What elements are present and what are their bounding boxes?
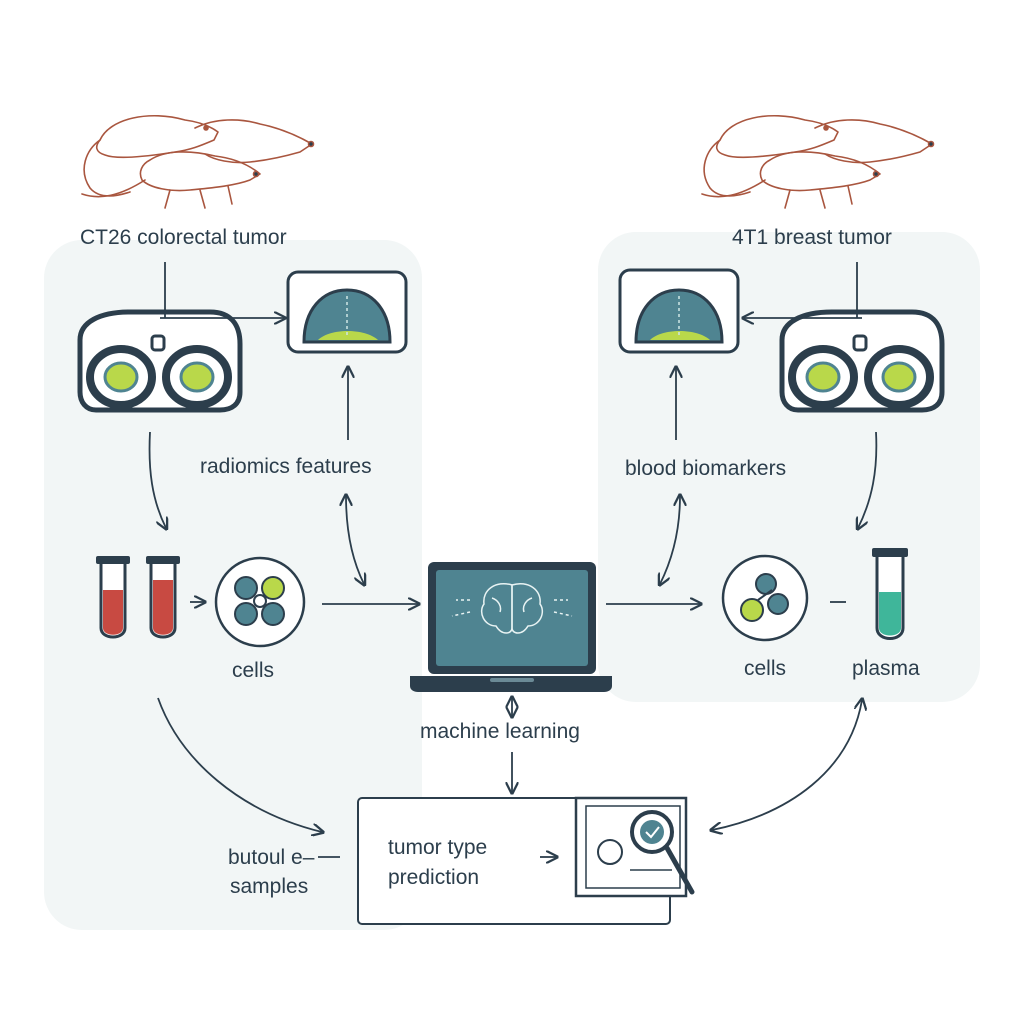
- connector-arrows: [148, 262, 878, 857]
- radiomics-features-label: radiomics features: [200, 455, 372, 478]
- ct-scanner-icon: [77, 309, 243, 413]
- cells-left-label: cells: [232, 659, 275, 682]
- samples-label-line1: butoul e–: [228, 846, 315, 869]
- laptop-brain-icon: [410, 562, 612, 692]
- prediction-label-line2: prediction: [388, 866, 480, 889]
- blood-tube-icon: [146, 556, 180, 639]
- right-tumor-title: 4T1 breast tumor: [732, 226, 892, 249]
- prediction-label-line1: tumor type: [388, 836, 488, 859]
- report-magnifier-icon: [574, 796, 695, 898]
- mouse-icon: [81, 114, 315, 209]
- plasma-tube-icon: [872, 548, 908, 640]
- scan-monitor-icon: [618, 268, 740, 354]
- cells-right-label: cells: [744, 657, 787, 680]
- samples-label-line2: samples: [230, 875, 309, 898]
- cells-icon: [721, 554, 809, 642]
- left-tumor-title: CT26 colorectal tumor: [80, 226, 287, 249]
- ct-scanner-icon: [779, 309, 945, 413]
- blood-tube-icon: [96, 556, 130, 639]
- mouse-icon: [701, 114, 935, 209]
- cells-icon: [214, 556, 306, 648]
- plasma-label: plasma: [852, 657, 920, 680]
- machine-learning-label: machine learning: [420, 720, 580, 743]
- blood-biomarkers-label: blood biomarkers: [625, 457, 787, 480]
- scan-monitor-icon: [286, 270, 408, 354]
